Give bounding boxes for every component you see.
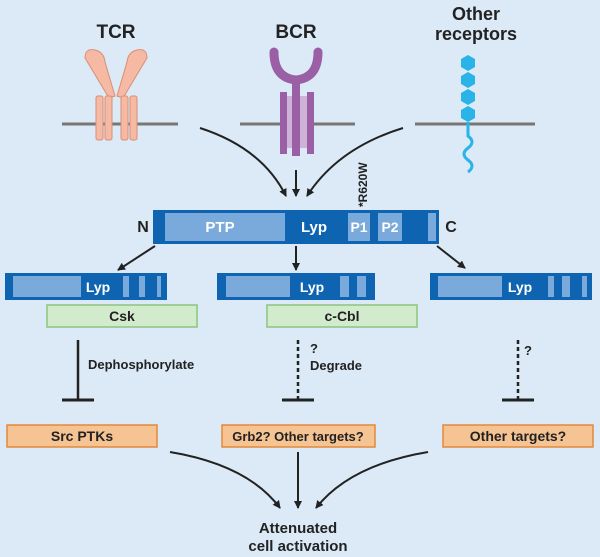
ptp-domain-label: PTP xyxy=(205,219,234,236)
dephosphorylate-label: Dephosphorylate xyxy=(88,357,194,372)
outcome-arrows xyxy=(169,451,429,509)
inhibition-left xyxy=(62,340,94,402)
p2-domain-label: P2 xyxy=(381,219,398,235)
csk-label: Csk xyxy=(109,308,135,324)
tcr-label: TCR xyxy=(96,22,135,43)
lyp-variant-left-label: Lyp xyxy=(86,279,110,295)
lyp-label: Lyp xyxy=(301,219,327,236)
question-mark-right: ? xyxy=(524,343,532,358)
p1-domain-label: P1 xyxy=(350,219,367,235)
c-cbl-label: c-Cbl xyxy=(325,308,360,324)
other-receptors-label-line1: Other xyxy=(452,4,500,24)
mutation-label: *R620W xyxy=(356,162,370,207)
grb2-box xyxy=(221,424,376,448)
receptor-signal-arrows xyxy=(199,127,404,197)
other-targets-label: Other targets? xyxy=(470,428,566,444)
question-mark-middle: ? xyxy=(310,341,318,356)
inhibition-middle xyxy=(282,340,314,402)
n-terminus-label: N xyxy=(137,219,149,236)
lyp-variant-middle xyxy=(217,273,375,300)
lyp-variant-middle-label: Lyp xyxy=(300,279,324,295)
outcome-label-line2: cell activation xyxy=(248,538,347,555)
other-receptors-label-line2: receptors xyxy=(435,24,517,44)
outcome-label-line1: Attenuated xyxy=(259,520,337,537)
src-ptks-box xyxy=(6,424,158,448)
other-receptor-icon xyxy=(461,55,475,174)
c-cbl-box xyxy=(266,304,418,328)
lyp-variant-right-label: Lyp xyxy=(508,279,532,295)
bcr-receptor-icon xyxy=(269,47,323,156)
tcr-receptor-icon xyxy=(84,49,148,141)
lyp-variant-left xyxy=(5,273,167,300)
src-ptks-label: Src PTKs xyxy=(51,428,113,444)
variant-arrows xyxy=(117,245,466,271)
degrade-label: Degrade xyxy=(310,358,362,373)
inhibition-right xyxy=(502,340,534,402)
grb2-label: Grb2? Other targets? xyxy=(232,429,364,444)
other-targets-box xyxy=(442,424,594,448)
lyp-full-protein xyxy=(153,210,439,244)
c-terminus-label: C xyxy=(445,219,457,236)
csk-box xyxy=(46,304,198,328)
lyp-variant-right xyxy=(430,273,592,300)
bcr-label: BCR xyxy=(275,22,316,43)
